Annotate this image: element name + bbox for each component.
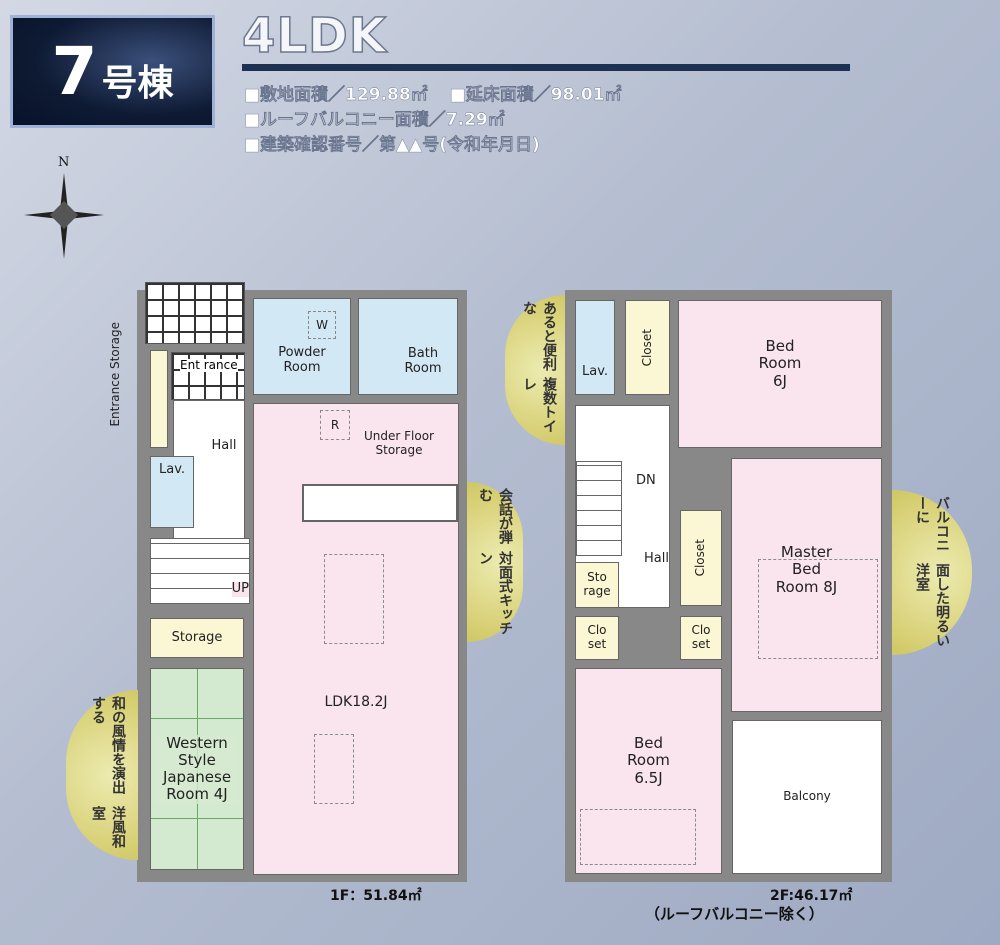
western-style-japanese-room: Western Style Japanese Room 4J	[150, 668, 244, 870]
site-area: ■敷地面積／129.88㎡	[244, 85, 428, 105]
lavatory: Lav.	[150, 456, 194, 528]
ldk: LDK18.2J R Under Floor Storage	[253, 403, 459, 875]
roof-balcony-area: ■ルーフバルコニー面積／7.29㎡	[244, 110, 505, 130]
hall-2f-label: Hall	[644, 551, 669, 566]
dn-label: DN	[636, 473, 656, 488]
staircase: UP	[150, 538, 250, 604]
north-label: N	[58, 155, 70, 170]
up-label: UP	[231, 581, 249, 597]
floor-1-area: 1F：51.84㎡	[330, 888, 422, 904]
callout-toilet-line-2: 複数トイレ	[521, 377, 557, 434]
callout-japanese-line-2: 洋風和室	[90, 806, 126, 848]
callout-japanese-room: 和の風情を演出する洋風和室	[66, 690, 138, 860]
building-permit-number: ■建築確認番号／第▲▲号(令和年月日)	[244, 135, 540, 155]
floor-2-plan: Lav. Closet Bed Room 6J DN Hall Sto rage…	[565, 290, 892, 882]
hall-label: Hall	[211, 437, 237, 453]
layout-type-title: 4LDK	[241, 7, 388, 65]
bed-6-5j	[580, 809, 696, 865]
building-number: 7	[51, 33, 98, 110]
balcony: Balcony	[732, 720, 882, 874]
sofa	[314, 734, 354, 804]
spec-line-1: ■敷地面積／129.88㎡ ■延床面積／98.01㎡	[244, 80, 622, 105]
hall-2f: DN Hall	[575, 405, 670, 608]
closet-4-label: Clo set	[691, 623, 711, 651]
storage-2f-label: Sto rage	[583, 570, 611, 598]
floor-1-plan: Ent rance Powder Room W Bath Room Hall La…	[137, 282, 467, 882]
bed-room-6-5j-label: Bed Room 6.5J	[627, 734, 670, 787]
callout-toilet: あると便利な複数トイレ	[505, 295, 565, 445]
master-bed-room-label: Master Bed Room 8J	[775, 543, 838, 596]
master-bed	[758, 559, 878, 659]
callout-kitchen-line-1: 会話が弾む	[477, 488, 513, 544]
building-suffix: 号棟	[101, 62, 174, 104]
closet-3: Clo set	[575, 616, 619, 660]
bath-room-label: Bath Room	[404, 345, 442, 376]
callout-toilet-line-1: あると便利な	[521, 301, 557, 371]
under-floor-storage: Under Floor Storage	[364, 429, 434, 457]
storage: Storage	[150, 618, 244, 658]
callout-balcony-line-2: 面した明るい洋室	[914, 562, 950, 647]
callout-kitchen: 会話が弾む対面式キッチン	[467, 482, 523, 642]
closet-2: Closet	[680, 510, 722, 606]
closet-1: Closet	[625, 300, 670, 395]
title-divider	[242, 64, 850, 71]
bath-room: Bath Room	[358, 298, 458, 395]
floor-2-area-note: （ルーフバルコニー除く）	[645, 905, 824, 923]
storage-label: Storage	[171, 629, 223, 645]
compass-star-icon: N	[22, 155, 106, 265]
kitchen-counter	[302, 484, 458, 522]
entrance: Ent rance	[171, 352, 245, 400]
closet-2-label: Closet	[693, 539, 708, 577]
storage-2f: Sto rage	[575, 562, 619, 608]
floor-area: ■延床面積／98.01㎡	[449, 85, 622, 105]
washer-space: W	[308, 311, 336, 339]
callout-balcony-line-1: バルコニーに	[914, 496, 950, 552]
entrance-storage	[150, 350, 168, 448]
master-bed-room: Master Bed Room 8J	[731, 458, 882, 712]
callout-balcony-room: バルコニーに面した明るい洋室	[892, 490, 972, 655]
entrance-label: Ent rance	[180, 358, 238, 373]
dining-table	[324, 554, 384, 644]
callout-japanese-line-1: 和の風情を演出する	[90, 696, 126, 794]
entrance-storage-label: Entrance Storage	[108, 322, 122, 427]
ldk-label: LDK18.2J	[324, 694, 388, 710]
bed-room-6j: Bed Room 6J	[678, 300, 882, 448]
lavatory-2f: Lav.	[575, 300, 615, 395]
japanese-room-label: Western Style Japanese Room 4J	[155, 734, 239, 804]
closet-3-label: Clo set	[587, 623, 607, 651]
staircase-2f	[576, 461, 622, 556]
floor-2-area: 2F:46.17㎡	[770, 888, 853, 904]
entrance-tiles	[145, 282, 245, 344]
balcony-label: Balcony	[783, 789, 831, 804]
powder-room-label: Powder Room	[278, 345, 326, 376]
fridge-space: R	[320, 410, 350, 440]
lav-2f-label: Lav.	[581, 364, 609, 380]
closet-1-label: Closet	[639, 328, 654, 367]
bed-room-6j-label: Bed Room 6J	[758, 337, 802, 390]
lav-label: Lav.	[158, 462, 186, 477]
bed-room-6-5j: Bed Room 6.5J	[575, 668, 722, 874]
callout-kitchen-line-2: 対面式キッチン	[477, 550, 513, 635]
closet-4: Clo set	[680, 616, 722, 660]
powder-room: Powder Room W	[253, 298, 351, 395]
